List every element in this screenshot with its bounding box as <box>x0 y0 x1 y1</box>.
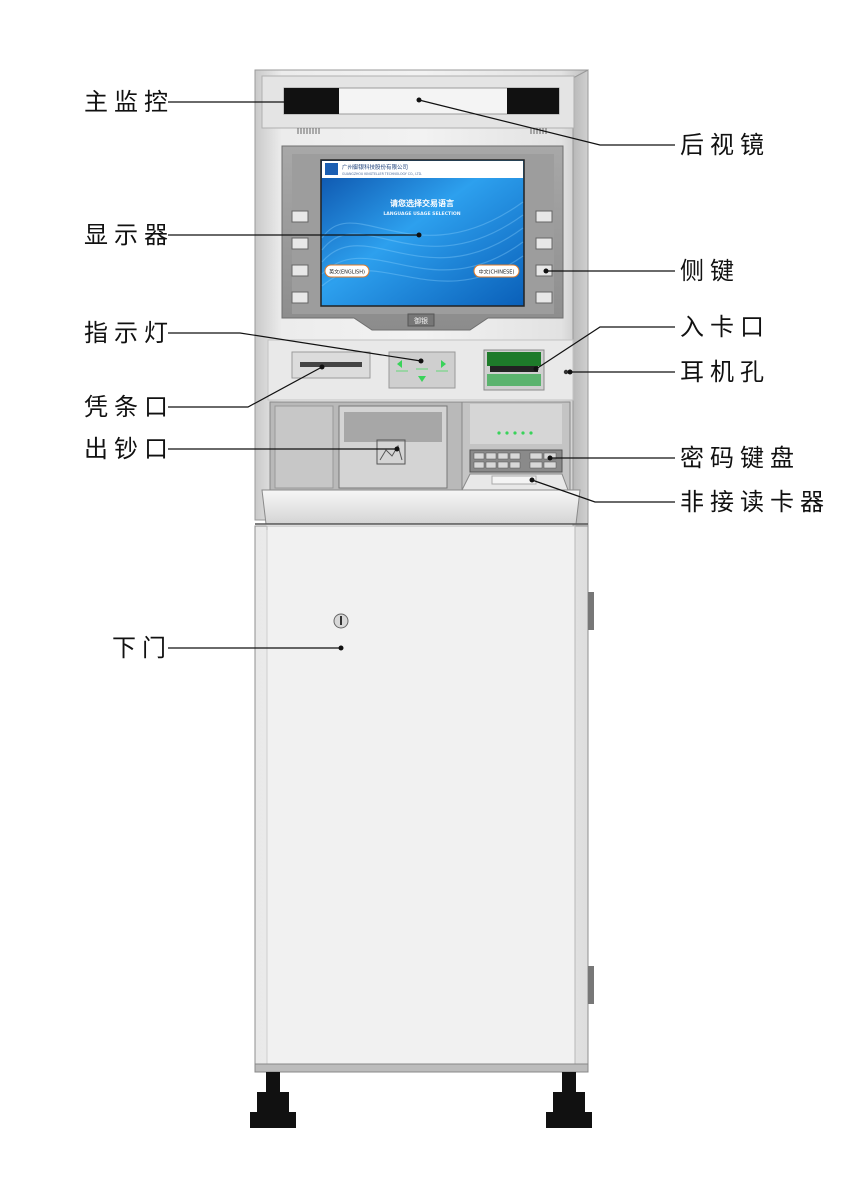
screen-header <box>322 161 523 178</box>
card-slot-light <box>487 352 541 366</box>
earphone-jack[interactable] <box>563 369 569 375</box>
screen-chinese-label: 中文(CHINESE) <box>479 269 515 276</box>
brand-name: 御银 <box>414 316 428 325</box>
label-lower-door: 下门 <box>112 634 172 662</box>
screen-chinese-button[interactable] <box>473 264 520 278</box>
shelf <box>261 489 581 525</box>
leader-indicator <box>168 332 422 362</box>
company-logo-icon <box>325 163 338 175</box>
label-cash-outlet: 出钞口 <box>84 435 174 463</box>
label-main-monitor: 主监控 <box>84 88 174 116</box>
screen-english-label: 英文(ENGLISH) <box>329 269 365 276</box>
main-monitor-camera-right <box>507 88 559 114</box>
side-key-l2[interactable] <box>291 237 309 250</box>
side-key-l1[interactable] <box>291 210 309 223</box>
brand-plate <box>407 313 435 327</box>
speaker-vent <box>297 128 547 134</box>
leader-dots <box>319 97 573 651</box>
label-pin-pad: 密码键盘 <box>680 444 800 472</box>
label-indicator: 指示灯 <box>84 319 174 347</box>
side-key-l3[interactable] <box>291 264 309 277</box>
leader-card-slot <box>535 326 675 370</box>
leader-receipt-slot <box>168 366 323 408</box>
side-key-l4[interactable] <box>291 291 309 304</box>
display-screen[interactable] <box>320 159 525 307</box>
receipt-slot[interactable] <box>300 362 362 367</box>
arrow-down-icon <box>418 376 426 382</box>
screen-prompt-en: LANGUAGE USAGE SELECTION <box>383 211 460 217</box>
side-keys-left[interactable] <box>291 210 309 304</box>
label-receipt-slot: 凭条口 <box>84 393 174 421</box>
label-card-slot: 入卡口 <box>680 313 770 341</box>
side-key-r2[interactable] <box>535 237 553 250</box>
side-key-r1[interactable] <box>535 210 553 223</box>
screen-prompt: 请您选择交易语言 <box>390 198 454 208</box>
cash-outlet-icon <box>376 439 406 465</box>
leader-lines <box>168 99 675 649</box>
door-hinge-bottom <box>588 966 594 1004</box>
cabinet-base <box>254 1063 589 1073</box>
feet <box>250 1072 592 1128</box>
indicator-arrows <box>397 360 446 382</box>
label-side-keys: 侧键 <box>680 257 740 285</box>
label-earphone-jack: 耳机孔 <box>680 358 770 386</box>
arrow-right-icon <box>441 360 446 368</box>
main-monitor-camera <box>284 88 339 114</box>
label-rear-mirror: 后视镜 <box>680 131 770 159</box>
screen-english-button[interactable] <box>324 264 370 278</box>
screen-company: 广州御银科技股份有限公司 <box>342 163 408 171</box>
leader-rear-mirror <box>418 99 675 146</box>
leader-contactless-reader <box>531 479 675 503</box>
label-display: 显示器 <box>84 221 174 249</box>
card-slot[interactable] <box>490 366 538 372</box>
label-contactless-reader: 非接读卡器 <box>680 488 830 516</box>
screen-company-en: GUANGZHOU KINGTELLER TECHNOLOGY CO., LTD… <box>342 172 422 176</box>
pinpad-status-lights <box>497 431 533 435</box>
door-hinge-top <box>588 592 594 630</box>
arrow-left-icon <box>397 360 402 368</box>
side-key-r4[interactable] <box>535 291 553 304</box>
